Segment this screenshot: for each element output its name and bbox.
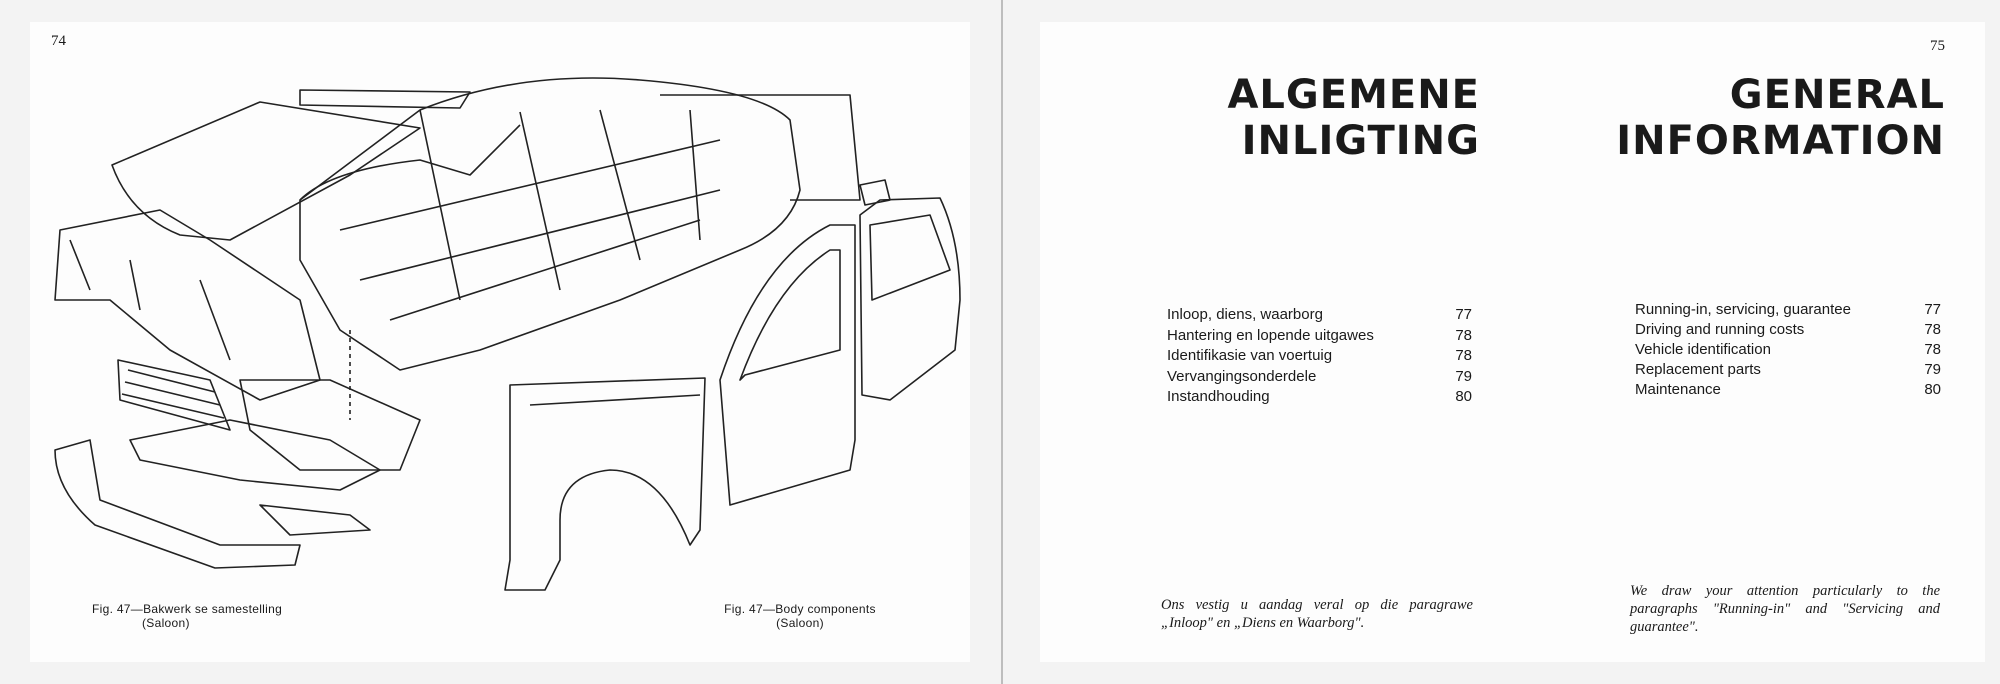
contents-entry[interactable]: Maintenance 80 xyxy=(1635,380,1941,400)
contents-entry[interactable]: Vehicle identification 78 xyxy=(1635,340,1941,360)
body-components-illustration xyxy=(54,77,961,591)
page-gutter xyxy=(1001,0,1003,684)
page-number-right: 75 xyxy=(1930,38,1945,54)
entry-page: 78 xyxy=(1455,347,1472,364)
note-afrikaans: Ons vestig u aandag veral op die paragra… xyxy=(1161,597,1473,631)
entry-title: Hantering en lopende uitgawes xyxy=(1167,326,1374,344)
front-subframe xyxy=(129,419,381,491)
figure-caption-english: Fig. 47—Body components (Saloon) xyxy=(690,602,910,630)
heading-afrikaans: ALGEMENE INLIGTING xyxy=(1227,72,1480,164)
entry-title: Replacement parts xyxy=(1635,361,1761,378)
heading-line: GENERAL xyxy=(1729,72,1945,118)
heading-line: INFORMATION xyxy=(1616,118,1945,164)
contents-entry[interactable]: Vervangingsonderdele 79 xyxy=(1167,367,1472,388)
entry-page: 78 xyxy=(1455,326,1472,344)
note-english: We draw your attention particularly to t… xyxy=(1630,583,1940,635)
caption-line: Fig. 47—Bakwerk se samestelling xyxy=(92,602,283,616)
entry-title: Maintenance xyxy=(1635,381,1721,398)
entry-page: 80 xyxy=(1455,388,1472,405)
front-bumper xyxy=(54,439,301,569)
contents-list-english: Running-in, servicing, guarantee 77 Drivi… xyxy=(1635,300,1941,400)
heading-line: INLIGTING xyxy=(1241,118,1480,164)
grille xyxy=(117,359,231,431)
entry-page: 79 xyxy=(1924,361,1941,378)
entry-title: Identifikasie van voertuig xyxy=(1167,347,1333,364)
page-number-left: 74 xyxy=(51,33,66,49)
heading-english: GENERAL INFORMATION xyxy=(1616,72,1945,164)
entry-page: 77 xyxy=(1924,301,1941,318)
entry-page: 79 xyxy=(1455,367,1472,385)
contents-entry[interactable]: Replacement parts 79 xyxy=(1635,360,1941,380)
heading-line: ALGEMENE xyxy=(1227,72,1480,118)
left-page xyxy=(30,22,970,662)
entry-title: Driving and running costs xyxy=(1635,321,1805,338)
contents-list-afrikaans: Inloop, diens, waarborg 77 Hantering en l… xyxy=(1167,305,1472,408)
rear-door xyxy=(859,197,961,401)
front-wing xyxy=(504,377,706,591)
entry-title: Inloop, diens, waarborg xyxy=(1167,306,1323,323)
entry-page: 78 xyxy=(1924,321,1941,338)
entry-page: 77 xyxy=(1455,306,1472,323)
right-page xyxy=(1040,22,1985,662)
entry-title: Instandhouding xyxy=(1167,388,1270,405)
caption-line: (Saloon) xyxy=(142,616,190,630)
contents-entry[interactable]: Identifikasie van voertuig 78 xyxy=(1167,346,1472,367)
contents-entry[interactable]: Instandhouding 80 xyxy=(1167,387,1472,408)
bonnet xyxy=(111,101,421,241)
front-wing-inner xyxy=(54,209,321,401)
entry-page: 78 xyxy=(1924,341,1941,358)
entry-page: 80 xyxy=(1924,381,1941,398)
entry-title: Vehicle identification xyxy=(1635,341,1771,358)
entry-title: Vervangingsonderdele xyxy=(1167,367,1317,385)
contents-entry[interactable]: Inloop, diens, waarborg 77 xyxy=(1167,305,1472,326)
caption-line: (Saloon) xyxy=(776,616,824,630)
contents-entry[interactable]: Driving and running costs 78 xyxy=(1635,320,1941,340)
contents-entry[interactable]: Running-in, servicing, guarantee 77 xyxy=(1635,300,1941,320)
scuttle-panel xyxy=(299,89,471,109)
front-door xyxy=(719,224,856,506)
figure-caption-afrikaans: Fig. 47—Bakwerk se samestelling (Saloon) xyxy=(92,602,352,630)
caption-line: Fig. 47—Body components xyxy=(724,602,876,616)
contents-entry[interactable]: Hantering en lopende uitgawes 78 xyxy=(1167,326,1472,347)
body-shell xyxy=(299,77,801,371)
entry-title: Running-in, servicing, guarantee xyxy=(1635,301,1851,318)
